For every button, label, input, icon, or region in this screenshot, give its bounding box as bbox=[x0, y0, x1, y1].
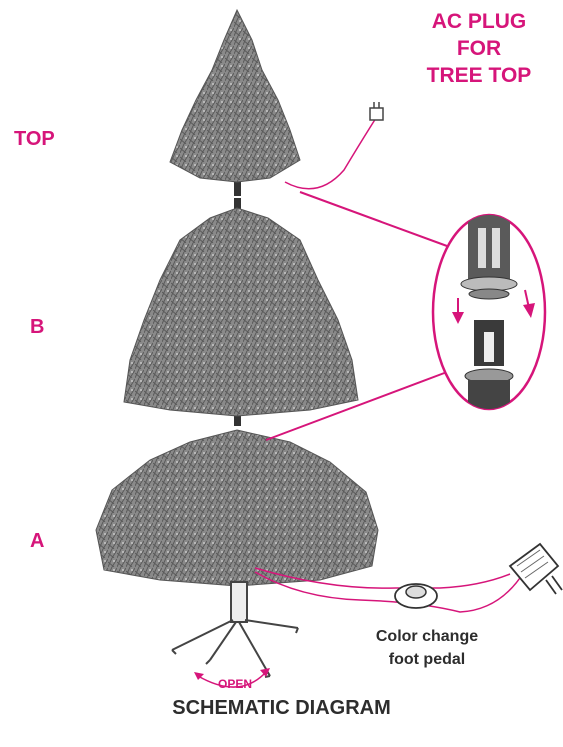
foot-pedal-icon bbox=[395, 584, 437, 608]
ac-plug-label: AC PLUG FOR TREE TOP bbox=[404, 8, 554, 89]
section-top-label: TOP bbox=[14, 128, 55, 151]
tree-b-section bbox=[124, 198, 358, 426]
top-ac-wire bbox=[285, 118, 376, 189]
diagram-title: SCHEMATIC DIAGRAM bbox=[0, 697, 563, 720]
ac-plug-line-2: FOR bbox=[457, 37, 501, 60]
connector-detail-icon bbox=[433, 214, 545, 414]
section-a-label: A bbox=[30, 530, 44, 553]
power-adapter-icon bbox=[510, 544, 562, 594]
foot-pedal-label: Color change foot pedal bbox=[352, 625, 502, 671]
ac-plug-line-1: AC PLUG bbox=[432, 10, 527, 33]
tree-top-foliage bbox=[170, 10, 300, 182]
tree-a-section bbox=[96, 430, 378, 586]
tree-top-section bbox=[170, 10, 300, 196]
tree-a-foliage bbox=[96, 430, 378, 586]
tree-b-foliage bbox=[124, 208, 358, 416]
ac-plug-line-3: TREE TOP bbox=[427, 64, 532, 87]
section-b-label: B bbox=[30, 316, 44, 339]
ac-plug-icon bbox=[370, 102, 383, 120]
callout-line-upper bbox=[300, 192, 447, 246]
foot-pedal-line-1: Color change bbox=[376, 628, 478, 645]
foot-pedal-line-2: foot pedal bbox=[389, 651, 465, 668]
tree-stand-icon bbox=[172, 582, 298, 677]
stand-open-label: OPEN bbox=[218, 677, 252, 691]
